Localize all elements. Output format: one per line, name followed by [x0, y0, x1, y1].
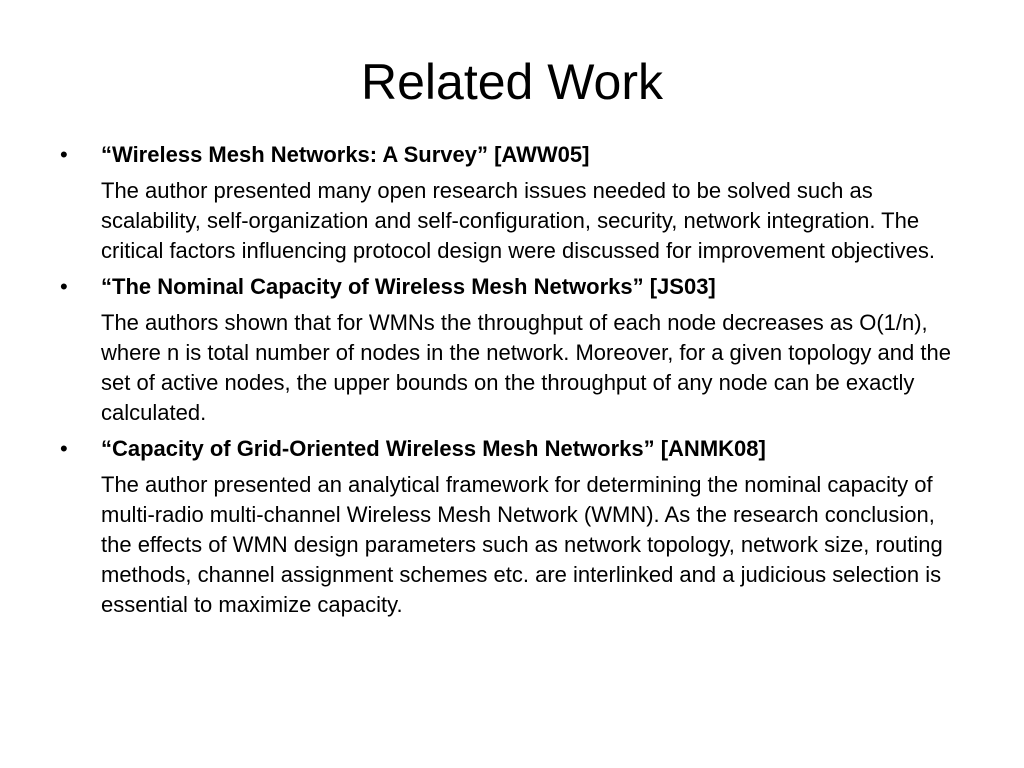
slide-title: Related Work — [361, 54, 663, 110]
reference-summary: The author presented an analytical frame… — [101, 472, 943, 617]
list-item: • “Capacity of Grid-Oriented Wireless Me… — [56, 434, 968, 620]
bullet-icon: • — [60, 274, 68, 299]
reference-title: “Wireless Mesh Networks: A Survey” [AWW0… — [101, 142, 590, 167]
bullet-list: • “Wireless Mesh Networks: A Survey” [AW… — [56, 140, 968, 626]
list-item: • “Wireless Mesh Networks: A Survey” [AW… — [56, 140, 968, 266]
bullet-icon: • — [60, 142, 68, 167]
list-item: • “The Nominal Capacity of Wireless Mesh… — [56, 272, 968, 428]
reference-summary: The authors shown that for WMNs the thro… — [101, 310, 951, 425]
reference-summary: The author presented many open research … — [101, 178, 935, 263]
bullet-icon: • — [60, 436, 68, 461]
reference-title: “The Nominal Capacity of Wireless Mesh N… — [101, 274, 716, 299]
reference-title: “Capacity of Grid-Oriented Wireless Mesh… — [101, 436, 766, 461]
